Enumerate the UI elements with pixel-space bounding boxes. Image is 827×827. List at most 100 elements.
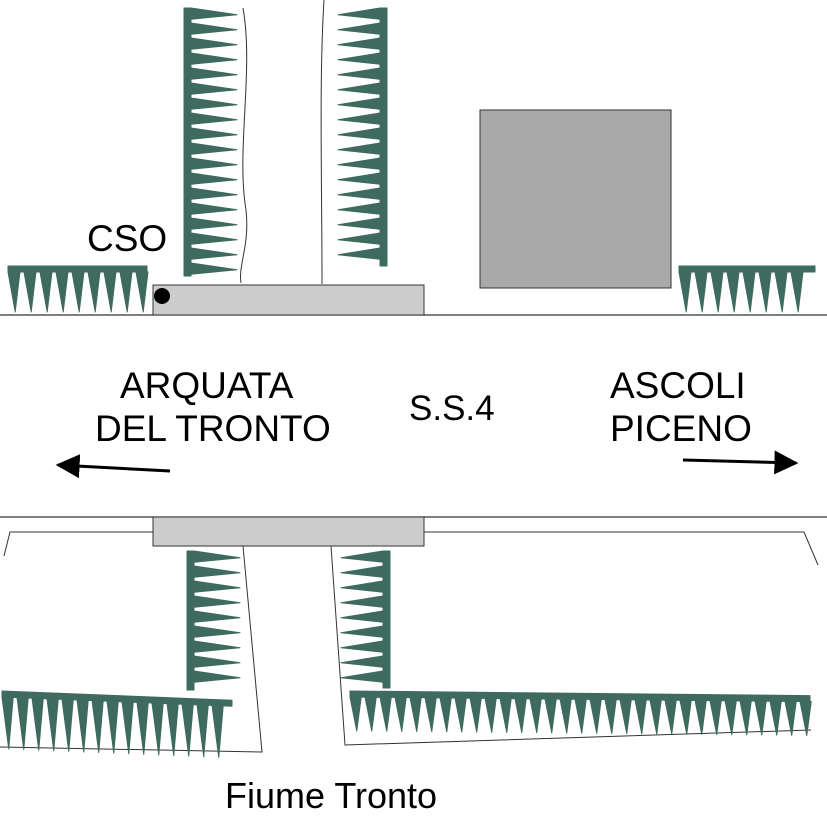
vegetation-spike [31,697,44,751]
vegetation-spike [196,704,209,758]
vegetation-spike [135,271,149,313]
vegetation-spike [340,565,384,578]
vegetation-spike [754,700,767,736]
vegetation-spike [190,52,238,65]
vegetation-spike [499,698,512,733]
vegetation-spike [679,699,692,735]
vegetation-stem [183,7,192,277]
vegetation-riverbank-bottom-left [1,690,233,758]
destination-west-line1: ARQUATA [120,365,294,406]
vegetation-spike [604,699,617,735]
vegetation-spike [7,271,21,313]
vegetation-spike [340,655,384,668]
vegetation-spike [103,271,117,313]
vegetation-spike [71,271,85,313]
vegetation-spike [340,595,384,608]
vegetation-spike [121,701,134,755]
vegetation-stem [186,550,195,691]
vegetation-spike [211,704,224,758]
vegetation-spike [694,699,707,735]
vegetation-spike [337,112,381,125]
vegetation-spike [193,625,241,638]
vegetation-spike [193,655,241,668]
vegetation-spike [190,172,238,185]
vegetation-spike [193,640,241,653]
vegetation-spike [394,696,407,732]
vegetation-spike [340,550,384,563]
vegetation-spike [758,271,772,313]
river-bank-south-left [3,531,153,557]
arrow-west-icon [55,454,171,479]
vegetation-spike [340,610,384,623]
vegetation-spike [337,232,381,245]
vegetation-spike [23,271,37,313]
vegetation-riverbank-bottom-right [349,690,812,736]
vegetation-spike [739,700,752,736]
vegetation-spike [337,37,381,50]
cso-marker [154,288,170,304]
vegetation-spike [193,610,241,623]
vegetation-spike [190,67,238,80]
vegetation-spike [337,127,381,140]
vegetation-spike [559,698,572,734]
vegetation-spike [454,697,467,733]
vegetation-spike [166,703,179,757]
vegetation-spike [790,271,804,313]
vegetation-stem [7,265,148,273]
vegetation-spike [193,670,241,683]
vegetation-spike [710,271,724,313]
vegetation-spike [151,702,164,756]
vegetation-spike [337,217,381,230]
vegetation-spike [190,202,238,215]
vegetation-spike [39,271,53,313]
vegetation-spike [16,697,29,751]
vegetation-spike [190,112,238,125]
vegetation-spike [136,701,149,755]
vegetation-spike [340,625,384,638]
vegetation-spike [193,595,241,608]
river-channel-south-left [0,545,263,753]
vegetation-spike [190,7,238,20]
vegetation-stem [1,690,233,707]
vegetation-spike [709,700,722,736]
vegetation-spike [337,172,381,185]
vegetation-spike [87,271,101,313]
vegetation-spike [664,699,677,735]
vegetation-spike [193,550,241,563]
vegetation-spike [337,7,381,20]
vegetation-spike [340,580,384,593]
vegetation-spike [46,698,59,752]
river-channel-south-right [330,545,812,746]
vegetation-spike [379,696,392,732]
vegetation-stem [382,550,391,689]
cso-label: CSO [87,218,167,259]
vegetation-spike [190,262,238,275]
bridge-south [152,516,425,547]
vegetation-bank-south-left [186,550,241,691]
destination-east-line2: PICENO [610,408,752,449]
vegetation-spike [544,698,557,734]
vegetation-spike [91,700,104,754]
vegetation-spike [774,271,788,313]
vegetation-spike [193,565,241,578]
arrow-east-icon [682,450,799,475]
vegetation-spike [337,52,381,65]
vegetation-spike [190,217,238,230]
bridge-north [152,284,425,316]
vegetation-spike [337,202,381,215]
vegetation-spike [190,187,238,200]
river-label: Fiume Tronto [225,775,437,816]
vegetation-spike [634,699,647,735]
destination-west-line2: DEL TRONTO [95,408,331,449]
vegetation-spike [439,697,452,733]
vegetation-spike [190,142,238,155]
vegetation-spike [337,247,381,260]
vegetation-spike [190,127,238,140]
vegetation-spike [784,700,797,736]
vegetation-spike [364,696,377,732]
vegetation-spike [484,697,497,733]
vegetation-spike [190,37,238,50]
vegetation-spike [724,700,737,736]
vegetation-spike [337,187,381,200]
